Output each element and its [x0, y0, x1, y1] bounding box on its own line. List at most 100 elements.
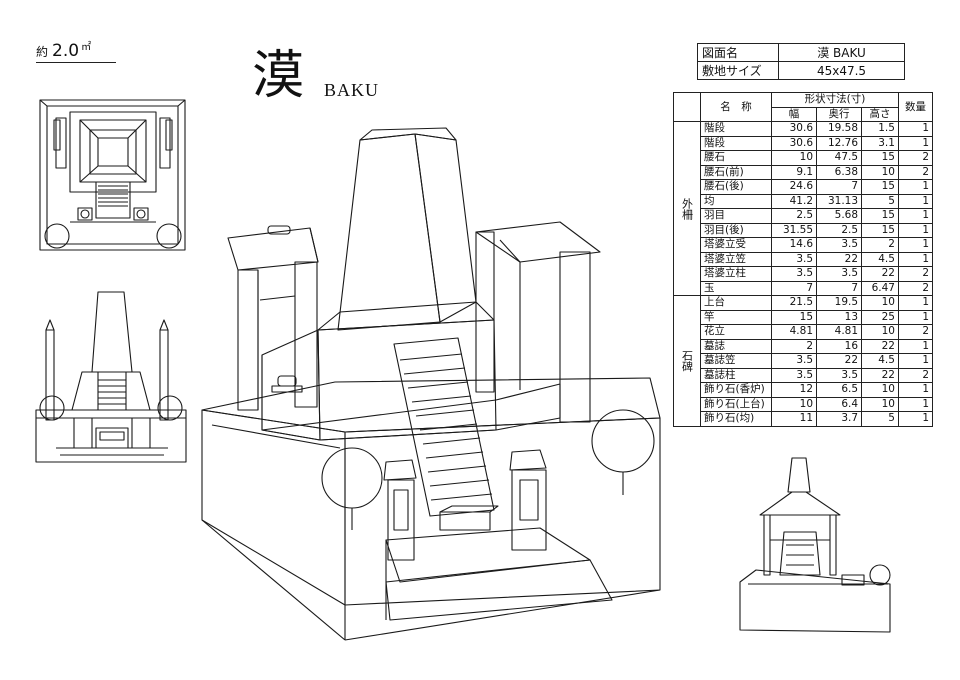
info-row: 図面名 漠 BAKU: [697, 43, 905, 62]
spec-height-header: 高さ: [861, 106, 899, 122]
spec-part-name: 羽目: [700, 208, 772, 224]
spec-header-row: 名 称 形状寸法(寸) 数量: [673, 92, 934, 122]
spec-part-name: 飾り石(上台): [700, 396, 772, 412]
spec-width: 2.5: [770, 208, 818, 224]
spec-quantity: 1: [897, 237, 934, 253]
spec-width: 15: [770, 309, 818, 325]
perspective-view-drawing: [201, 127, 661, 641]
spec-height: 4.5: [861, 251, 899, 267]
spec-width: 31.55: [770, 222, 818, 238]
spec-depth: 12.76: [816, 135, 863, 151]
spec-depth: 5.68: [816, 208, 863, 224]
spec-height: 15: [861, 208, 899, 224]
spec-part-name: 腰石(前): [700, 164, 772, 180]
spec-name-header: 名 称: [700, 92, 772, 122]
spec-width: 24.6: [770, 179, 818, 195]
spec-part-name: 腰石(後): [700, 179, 772, 195]
spec-width: 14.6: [770, 237, 818, 253]
spec-width: 3.5: [770, 266, 818, 282]
spec-part-name: 塔婆立受: [700, 237, 772, 253]
spec-depth-header: 奥行: [816, 106, 863, 122]
spec-part-name: 腰石: [700, 150, 772, 166]
spec-depth: 19.58: [816, 121, 863, 137]
area-prefix: 約: [36, 45, 49, 59]
spec-depth: 7: [816, 280, 863, 296]
info-value: 45x47.5: [778, 61, 905, 80]
spec-depth: 3.5: [816, 367, 863, 383]
spec-height: 3.1: [861, 135, 899, 151]
spec-depth: 19.5: [816, 295, 863, 311]
spec-quantity: 1: [897, 193, 934, 209]
spec-part-name: 飾り石(香炉): [700, 382, 772, 398]
spec-group-header: [673, 92, 701, 122]
spec-quantity: 1: [897, 222, 934, 238]
spec-quantity: 1: [897, 135, 934, 151]
spec-height: 15: [861, 150, 899, 166]
spec-quantity: 1: [897, 179, 934, 195]
spec-depth: 6.4: [816, 396, 863, 412]
spec-part-name: 階段: [700, 121, 772, 137]
spec-quantity: 2: [897, 164, 934, 180]
area-value: 2.0: [52, 41, 80, 61]
info-key: 図面名: [697, 43, 779, 62]
spec-group-label: 外柵: [673, 121, 701, 296]
side-elevation-drawing: [739, 457, 891, 633]
spec-part-name: 飾り石(均): [700, 411, 772, 427]
spec-width: 30.6: [770, 135, 818, 151]
area-unit: ㎡: [81, 42, 92, 53]
spec-part-name: 羽目(後): [700, 222, 772, 238]
spec-width: 10: [770, 150, 818, 166]
info-row: 敷地サイズ 45x47.5: [697, 61, 905, 80]
spec-depth: 47.5: [816, 150, 863, 166]
spec-width: 9.1: [770, 164, 818, 180]
spec-height: 15: [861, 222, 899, 238]
spec-part-name: 墓誌柱: [700, 367, 772, 383]
spec-quantity: 1: [897, 338, 934, 354]
spec-width: 10: [770, 396, 818, 412]
spec-height: 6.47: [861, 280, 899, 296]
spec-dims-header: 形状寸法(寸): [771, 92, 899, 108]
spec-height: 10: [861, 164, 899, 180]
spec-height: 4.5: [861, 353, 899, 369]
spec-qty-header: 数量: [897, 92, 934, 122]
spec-quantity: 1: [897, 208, 934, 224]
spec-quantity: 1: [897, 121, 934, 137]
drawing-title-roman: BAKU: [324, 80, 380, 100]
spec-depth: 3.7: [816, 411, 863, 427]
plan-view-drawing: [39, 99, 186, 251]
info-value: 漠 BAKU: [778, 43, 905, 62]
spec-depth: 7: [816, 179, 863, 195]
spec-height: 22: [861, 338, 899, 354]
spec-depth: 6.38: [816, 164, 863, 180]
spec-subheader-row: 幅 奥行 高さ: [674, 106, 933, 122]
spec-depth: 3.5: [816, 237, 863, 253]
spec-quantity: 1: [897, 411, 934, 427]
spec-height: 22: [861, 367, 899, 383]
spec-height: 5: [861, 411, 899, 427]
spec-height: 5: [861, 193, 899, 209]
spec-quantity: 2: [897, 150, 934, 166]
spec-part-name: 階段: [700, 135, 772, 151]
spec-part-name: 花立: [700, 324, 772, 340]
spec-height: 1.5: [861, 121, 899, 137]
spec-width: 41.2: [770, 193, 818, 209]
spec-quantity: 2: [897, 280, 934, 296]
spec-depth: 2.5: [816, 222, 863, 238]
